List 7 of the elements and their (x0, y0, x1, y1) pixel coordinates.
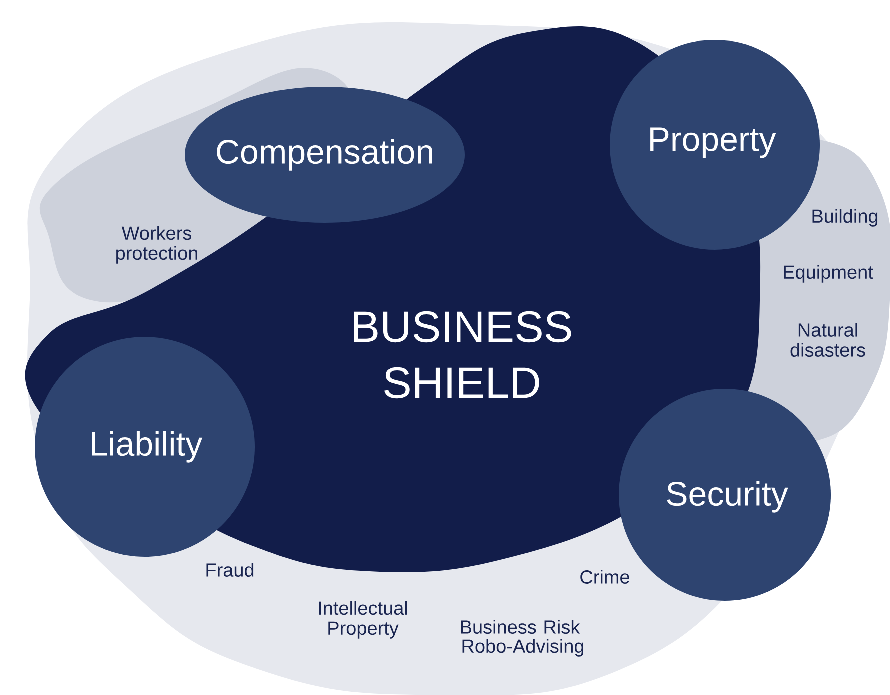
item-label: Workers protection (116, 226, 198, 264)
item-label: Equipment (784, 265, 874, 283)
item-label: Intellectual Property (319, 601, 408, 639)
item-label: Business Risk (461, 620, 580, 634)
item-label: Natural disasters (790, 323, 866, 357)
category-blob: Compensation (185, 87, 465, 223)
item-label: Robo-Advising (462, 639, 584, 657)
